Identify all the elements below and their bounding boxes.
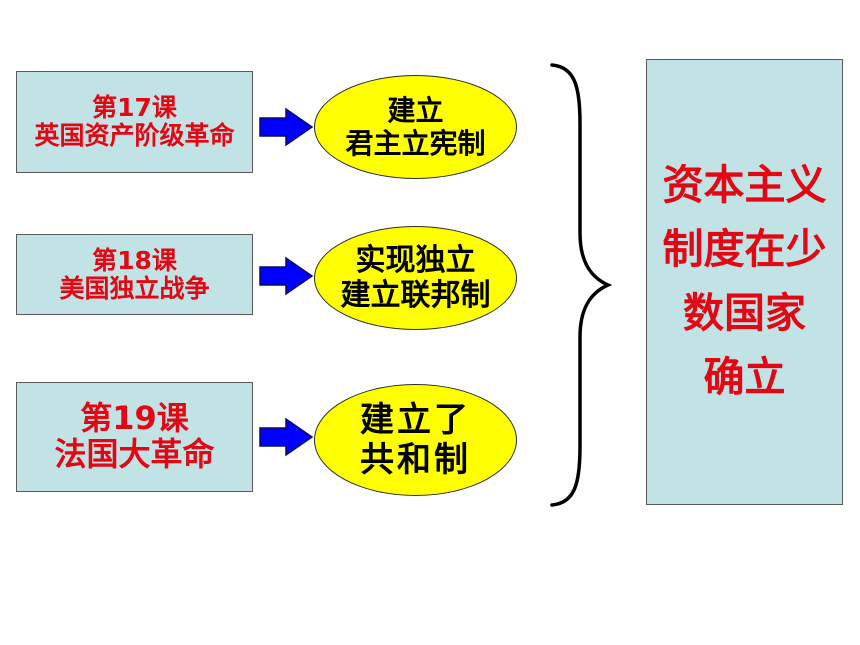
outcome-line: 共和制 [360,440,471,480]
outcome-line: 建立 [387,93,444,127]
lesson-name: 法国大革命 [54,435,215,473]
outcome-line: 实现独立 [355,242,476,278]
lesson-name: 英国资产阶级革命 [34,121,235,150]
lesson-title: 第18课 [92,245,177,275]
lesson-box-18: 第18课 美国独立战争 [16,234,253,315]
result-line: 数国家 [683,289,806,337]
lesson-title: 第19课 [80,399,189,438]
outcome-oval-17: 建立 君主立宪制 [314,75,517,179]
outcome-oval-19: 建立了 共和制 [314,384,517,496]
outcome-oval-18: 实现独立 建立联邦制 [314,226,517,330]
lesson-name: 美国独立战争 [59,273,210,303]
outcome-line: 君主立宪制 [345,127,486,160]
right-arrow-icon [259,107,314,147]
result-box: 资本主义 制度在少 数国家 确立 [646,59,843,505]
result-line: 确立 [703,352,786,401]
lesson-title: 第17课 [92,93,177,122]
lesson-box-19: 第19课 法国大革命 [16,382,253,492]
outcome-line: 建立联邦制 [340,278,491,313]
right-arrow-icon [259,417,314,457]
outcome-line: 建立了 [360,399,471,440]
result-line: 资本主义 [662,161,827,210]
result-line: 制度在少 [662,225,827,274]
right-curly-brace [550,63,612,507]
right-arrow-icon [259,256,314,296]
lesson-box-17: 第17课 英国资产阶级革命 [16,71,253,173]
